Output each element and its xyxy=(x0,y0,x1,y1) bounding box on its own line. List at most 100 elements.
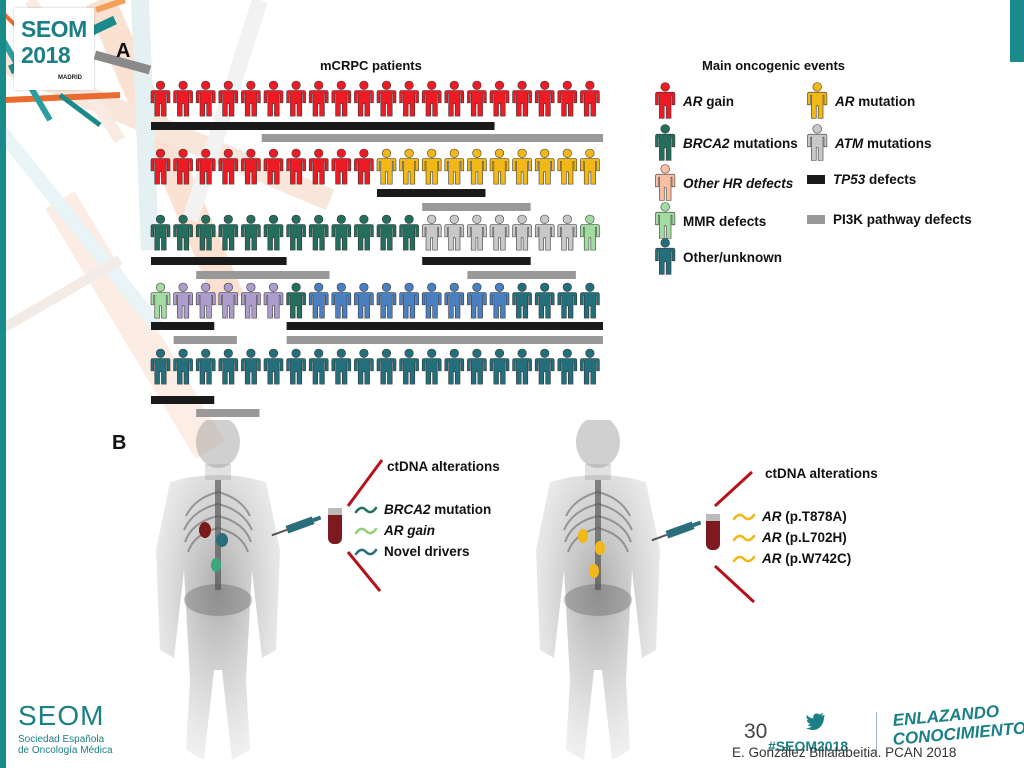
patient-figure xyxy=(241,148,261,185)
patient-figure xyxy=(557,282,578,319)
left-accent-stripe xyxy=(0,0,6,768)
patient-figure xyxy=(218,148,239,185)
patient-figure xyxy=(444,80,465,117)
patient-figure xyxy=(308,348,329,385)
person-icon xyxy=(655,82,676,119)
legend-bar-swatch xyxy=(807,175,825,184)
patient-figure xyxy=(534,214,555,251)
patient-figure xyxy=(331,80,352,117)
pi3k-bar xyxy=(261,134,603,142)
patient-figure xyxy=(421,348,442,385)
dna-squiggle-icon xyxy=(354,548,378,555)
patient-figure xyxy=(354,282,374,319)
patient-figure xyxy=(444,348,465,385)
patient-figure xyxy=(173,282,193,319)
ctdna-label: AR (p.T878A) xyxy=(762,509,847,524)
patient-figure xyxy=(173,148,193,185)
person-icon xyxy=(655,124,676,161)
patient-figure xyxy=(467,80,487,117)
patient-figure xyxy=(580,282,600,319)
ctdna-item: AR (p.W742C) xyxy=(732,551,851,566)
person-icon xyxy=(655,202,676,239)
patient-figure xyxy=(331,214,352,251)
patient-figure xyxy=(195,148,216,185)
legend-item-pi3k: PI3K pathway defects xyxy=(807,212,972,227)
legend-label: TP53 defects xyxy=(833,172,917,187)
person-icon xyxy=(655,238,676,275)
person-icon xyxy=(807,124,828,161)
patient-figure xyxy=(421,282,442,319)
patient-figure xyxy=(263,282,284,319)
patient-figure xyxy=(421,148,442,185)
patient-figure xyxy=(512,282,532,319)
legend-item-brca2: BRCA2 mutations xyxy=(655,124,798,162)
patient-figure xyxy=(557,148,578,185)
patient-figure xyxy=(241,214,261,251)
tp53-bar xyxy=(377,189,486,197)
patient-figure xyxy=(444,214,465,251)
patient-figure xyxy=(534,80,555,117)
ctdna-left-title: ctDNA alterations xyxy=(387,459,500,474)
tp53-bar xyxy=(422,257,531,265)
ctdna-right-title: ctDNA alterations xyxy=(765,466,878,481)
bone-scan-right xyxy=(536,420,660,760)
legend-label: AR gain xyxy=(683,93,735,109)
patient-figure xyxy=(557,80,578,117)
twitter-bird-icon xyxy=(806,712,825,730)
dna-squiggle-icon xyxy=(732,555,756,562)
legend-label: AR mutation xyxy=(835,93,916,109)
patient-figure xyxy=(399,348,419,385)
patient-figure xyxy=(580,348,600,385)
patient-figure xyxy=(557,214,578,251)
ctdna-label: AR gain xyxy=(384,523,436,538)
legend-item-other_unknown: Other/unknown xyxy=(655,238,782,276)
patient-figure xyxy=(557,348,578,385)
ctdna-label: BRCA2 mutation xyxy=(384,502,492,517)
legend-item-ar_gain: AR gain xyxy=(655,82,734,120)
tp53-bar xyxy=(286,322,603,330)
patient-figure xyxy=(354,148,374,185)
dna-squiggle-icon xyxy=(354,506,378,513)
patient-figure xyxy=(399,214,419,251)
dna-squiggle-icon xyxy=(732,513,756,520)
legend-label: MMR defects xyxy=(683,213,767,229)
legend-bar-swatch xyxy=(807,215,825,224)
patient-figure xyxy=(195,282,216,319)
patient-figure xyxy=(263,348,284,385)
patient-figure xyxy=(218,80,239,117)
patient-figure xyxy=(489,348,510,385)
patient-figure xyxy=(399,148,419,185)
patient-figure xyxy=(399,282,419,319)
legend-label: Other HR defects xyxy=(683,175,794,191)
patient-figure xyxy=(580,148,600,185)
ctdna-item: AR (p.T878A) xyxy=(732,509,847,524)
blood-draw-left xyxy=(271,459,384,592)
patient-figure xyxy=(354,214,374,251)
patient-figure xyxy=(354,348,374,385)
patient-figure xyxy=(489,80,510,117)
logo-city-text: MADRID xyxy=(58,75,82,81)
patient-figure xyxy=(467,214,487,251)
patient-pictogram-grid xyxy=(150,80,603,417)
patient-figure xyxy=(263,148,284,185)
dna-squiggle-icon xyxy=(732,534,756,541)
person-icon xyxy=(807,82,828,119)
patient-figure xyxy=(286,282,306,319)
legend-item-tp53: TP53 defects xyxy=(807,172,916,187)
tp53-bar xyxy=(151,322,215,330)
page-number: 30 xyxy=(744,720,768,743)
ctdna-label: Novel drivers xyxy=(384,544,470,559)
patient-figure xyxy=(308,148,329,185)
patients-title: mCRPC patients xyxy=(320,58,422,73)
patient-figure xyxy=(467,348,487,385)
patient-figure xyxy=(173,80,193,117)
panel-b-label: B xyxy=(112,432,127,454)
patient-figure xyxy=(218,348,239,385)
patient-figure xyxy=(331,282,352,319)
bone-scan-figures xyxy=(156,420,756,760)
patient-figure xyxy=(512,80,532,117)
patient-figure xyxy=(399,80,419,117)
patient-figure xyxy=(241,282,261,319)
legend-item-mmr: MMR defects xyxy=(655,202,766,240)
tp53-bar xyxy=(151,257,287,265)
